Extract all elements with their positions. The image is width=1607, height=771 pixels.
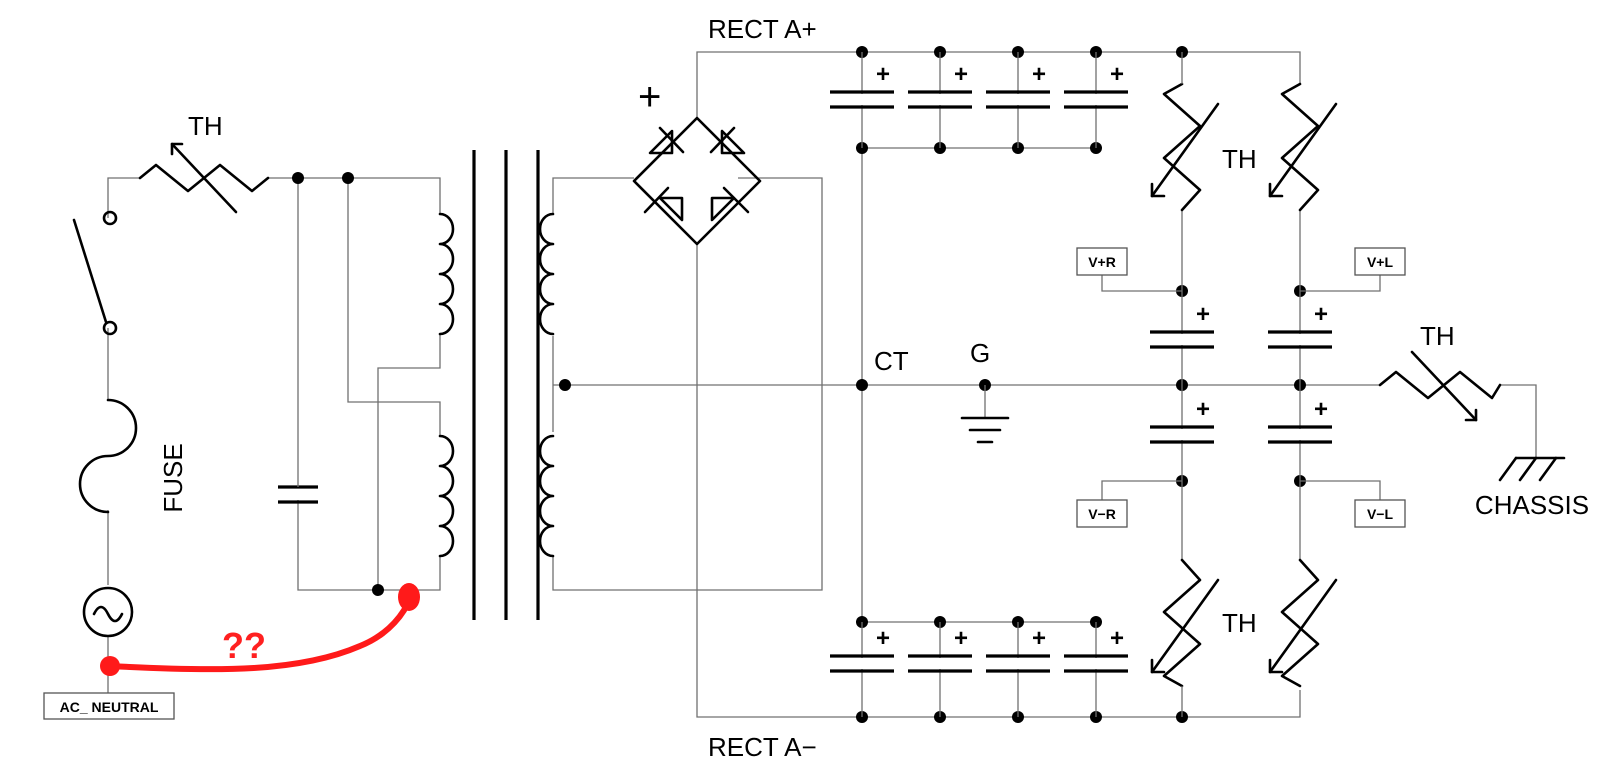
tag-v-plus-l: V+L: [1300, 247, 1406, 292]
junction-dot-5: [856, 379, 868, 391]
cap-plus-sign: +: [1314, 301, 1328, 328]
red-question-annotation: ??: [100, 583, 420, 676]
bottom-bank-capacitor-4: +: [1064, 625, 1128, 673]
top-bank-capacitor-3: +: [986, 61, 1050, 109]
junction-dot-1: [292, 172, 304, 184]
upper-output-capacitor-2: +: [1268, 301, 1332, 349]
red-endpoint-left: [100, 656, 120, 676]
lower-output-capacitor-1: +: [1150, 396, 1214, 444]
rail-thermistors: [1150, 52, 1338, 717]
chassis-ground-icon: CHASSIS: [1475, 456, 1589, 520]
thermistor-top-right: [1150, 82, 1220, 212]
junction-dot-3: [372, 584, 384, 596]
th-chassis-label: TH: [1420, 321, 1455, 351]
svg-text:V−L: V−L: [1367, 506, 1394, 522]
cap-plus-sign: +: [876, 625, 890, 652]
transformer-symbol: [438, 150, 555, 620]
fuse-symbol: FUSE: [78, 398, 188, 514]
rect-a-minus-label: RECT A−: [708, 732, 817, 762]
tag-ac-neutral: AC_ NEUTRAL: [43, 692, 175, 720]
capacitor-bank: + + + + + + + + + + + +: [830, 52, 1332, 717]
cap-plus-sign: +: [954, 625, 968, 652]
cap-plus-sign: +: [954, 61, 968, 88]
lower-output-capacitor-2: +: [1268, 396, 1332, 444]
bridge-rectifier-symbol: +: [632, 75, 762, 246]
x-capacitor-symbol: [278, 478, 318, 504]
th-input-label: TH: [188, 111, 223, 141]
cap-plus-sign: +: [1314, 396, 1328, 423]
thermistor-bottom-left: [1268, 558, 1338, 688]
red-endpoint-right: [398, 583, 420, 611]
chassis-label: CHASSIS: [1475, 490, 1589, 520]
cap-plus-sign: +: [1196, 301, 1210, 328]
bottom-bank-capacitor-2: +: [908, 625, 972, 673]
svg-text:V+R: V+R: [1088, 254, 1116, 270]
svg-text:AC_ NEUTRAL: AC_ NEUTRAL: [60, 699, 159, 715]
tag-v-plus-r: V+R: [1076, 247, 1182, 292]
cap-plus-sign: +: [1196, 396, 1210, 423]
cap-plus-sign: +: [876, 61, 890, 88]
question-label: ??: [222, 625, 266, 666]
tag-v-minus-r: V−R: [1076, 480, 1182, 528]
svg-text:V−R: V−R: [1088, 506, 1116, 522]
upper-output-capacitor-1: +: [1150, 301, 1214, 349]
bottom-bank-capacitor-1: +: [830, 625, 894, 673]
ground-label: G: [970, 338, 990, 368]
thermistor-bottom-right: [1150, 558, 1220, 688]
top-bank-capacitor-1: +: [830, 61, 894, 109]
cap-plus-sign: +: [1110, 61, 1124, 88]
junction-dot-4: [559, 379, 571, 391]
ac-source-symbol: [82, 586, 134, 638]
cap-plus-sign: +: [1032, 61, 1046, 88]
ct-label: CT: [874, 346, 909, 376]
top-bank-capacitor-4: +: [1064, 61, 1128, 109]
svg-text:V+L: V+L: [1367, 254, 1394, 270]
power-switch-symbol: [72, 210, 118, 336]
tag-v-minus-l: V−L: [1300, 480, 1406, 528]
wires: [107, 51, 1537, 718]
junction-dot-2: [342, 172, 354, 184]
fuse-label: FUSE: [158, 443, 188, 512]
chassis-thermistor-symbol: TH: [1378, 321, 1502, 422]
cap-plus-sign: +: [1032, 625, 1046, 652]
bridge-plus-label: +: [638, 75, 661, 119]
cap-plus-sign: +: [1110, 625, 1124, 652]
thermistor-top-left: [1268, 82, 1338, 212]
ground-icon: [960, 385, 1010, 444]
bottom-bank-capacitor-3: +: [986, 625, 1050, 673]
th-top-label: TH: [1222, 144, 1257, 174]
top-bank-capacitor-2: +: [908, 61, 972, 109]
rect-a-plus-label: RECT A+: [708, 14, 817, 44]
input-thermistor-symbol: TH: [138, 111, 270, 214]
th-bottom-label: TH: [1222, 608, 1257, 638]
